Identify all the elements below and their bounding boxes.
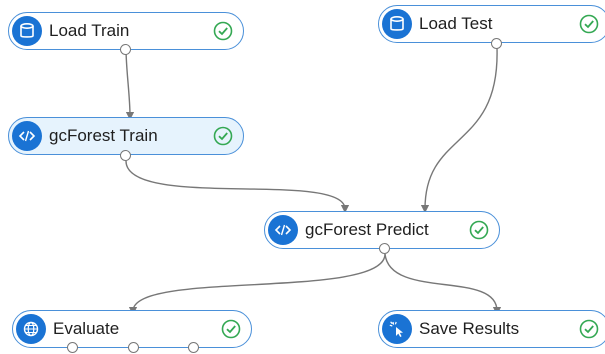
- success-check-icon: [579, 319, 599, 339]
- code-icon: [12, 121, 42, 151]
- output-port[interactable]: [67, 342, 78, 353]
- node-label: Save Results: [419, 319, 520, 338]
- output-port[interactable]: [491, 38, 502, 49]
- code-icon: [268, 215, 298, 245]
- edge-gcforest-predict-to-save-results[interactable]: [384, 253, 502, 316]
- node-evaluate[interactable]: Evaluate: [12, 310, 252, 348]
- output-port[interactable]: [120, 44, 131, 55]
- success-check-icon: [469, 220, 489, 240]
- success-check-icon: [213, 126, 233, 146]
- globe-icon: [16, 314, 46, 344]
- node-load-train[interactable]: Load Train: [8, 12, 244, 50]
- node-label: Evaluate: [53, 319, 120, 338]
- output-port[interactable]: [128, 342, 139, 353]
- node-label: gcForest Predict: [305, 220, 429, 239]
- node-label: Load Test: [419, 14, 493, 33]
- success-check-icon: [213, 21, 233, 41]
- database-icon: [382, 9, 412, 39]
- node-save-results[interactable]: Save Results: [378, 310, 605, 348]
- edge-gcforest-train-to-gcforest-predict[interactable]: [125, 160, 350, 214]
- cursor-click-icon: [382, 314, 412, 344]
- edge-load-test-to-gcforest-predict[interactable]: [420, 47, 498, 214]
- edge-gcforest-predict-to-evaluate[interactable]: [128, 253, 386, 316]
- database-icon: [12, 16, 42, 46]
- node-label: Load Train: [49, 21, 130, 40]
- output-port[interactable]: [120, 150, 131, 161]
- node-label: gcForest Train: [49, 126, 158, 145]
- success-check-icon: [221, 319, 241, 339]
- edge-load-train-to-gcforest-train[interactable]: [125, 47, 135, 121]
- output-port[interactable]: [379, 243, 390, 254]
- node-load-test[interactable]: Load Test: [378, 5, 605, 43]
- node-gcforest-predict[interactable]: gcForest Predict: [264, 211, 500, 249]
- success-check-icon: [579, 14, 599, 34]
- output-port[interactable]: [188, 342, 199, 353]
